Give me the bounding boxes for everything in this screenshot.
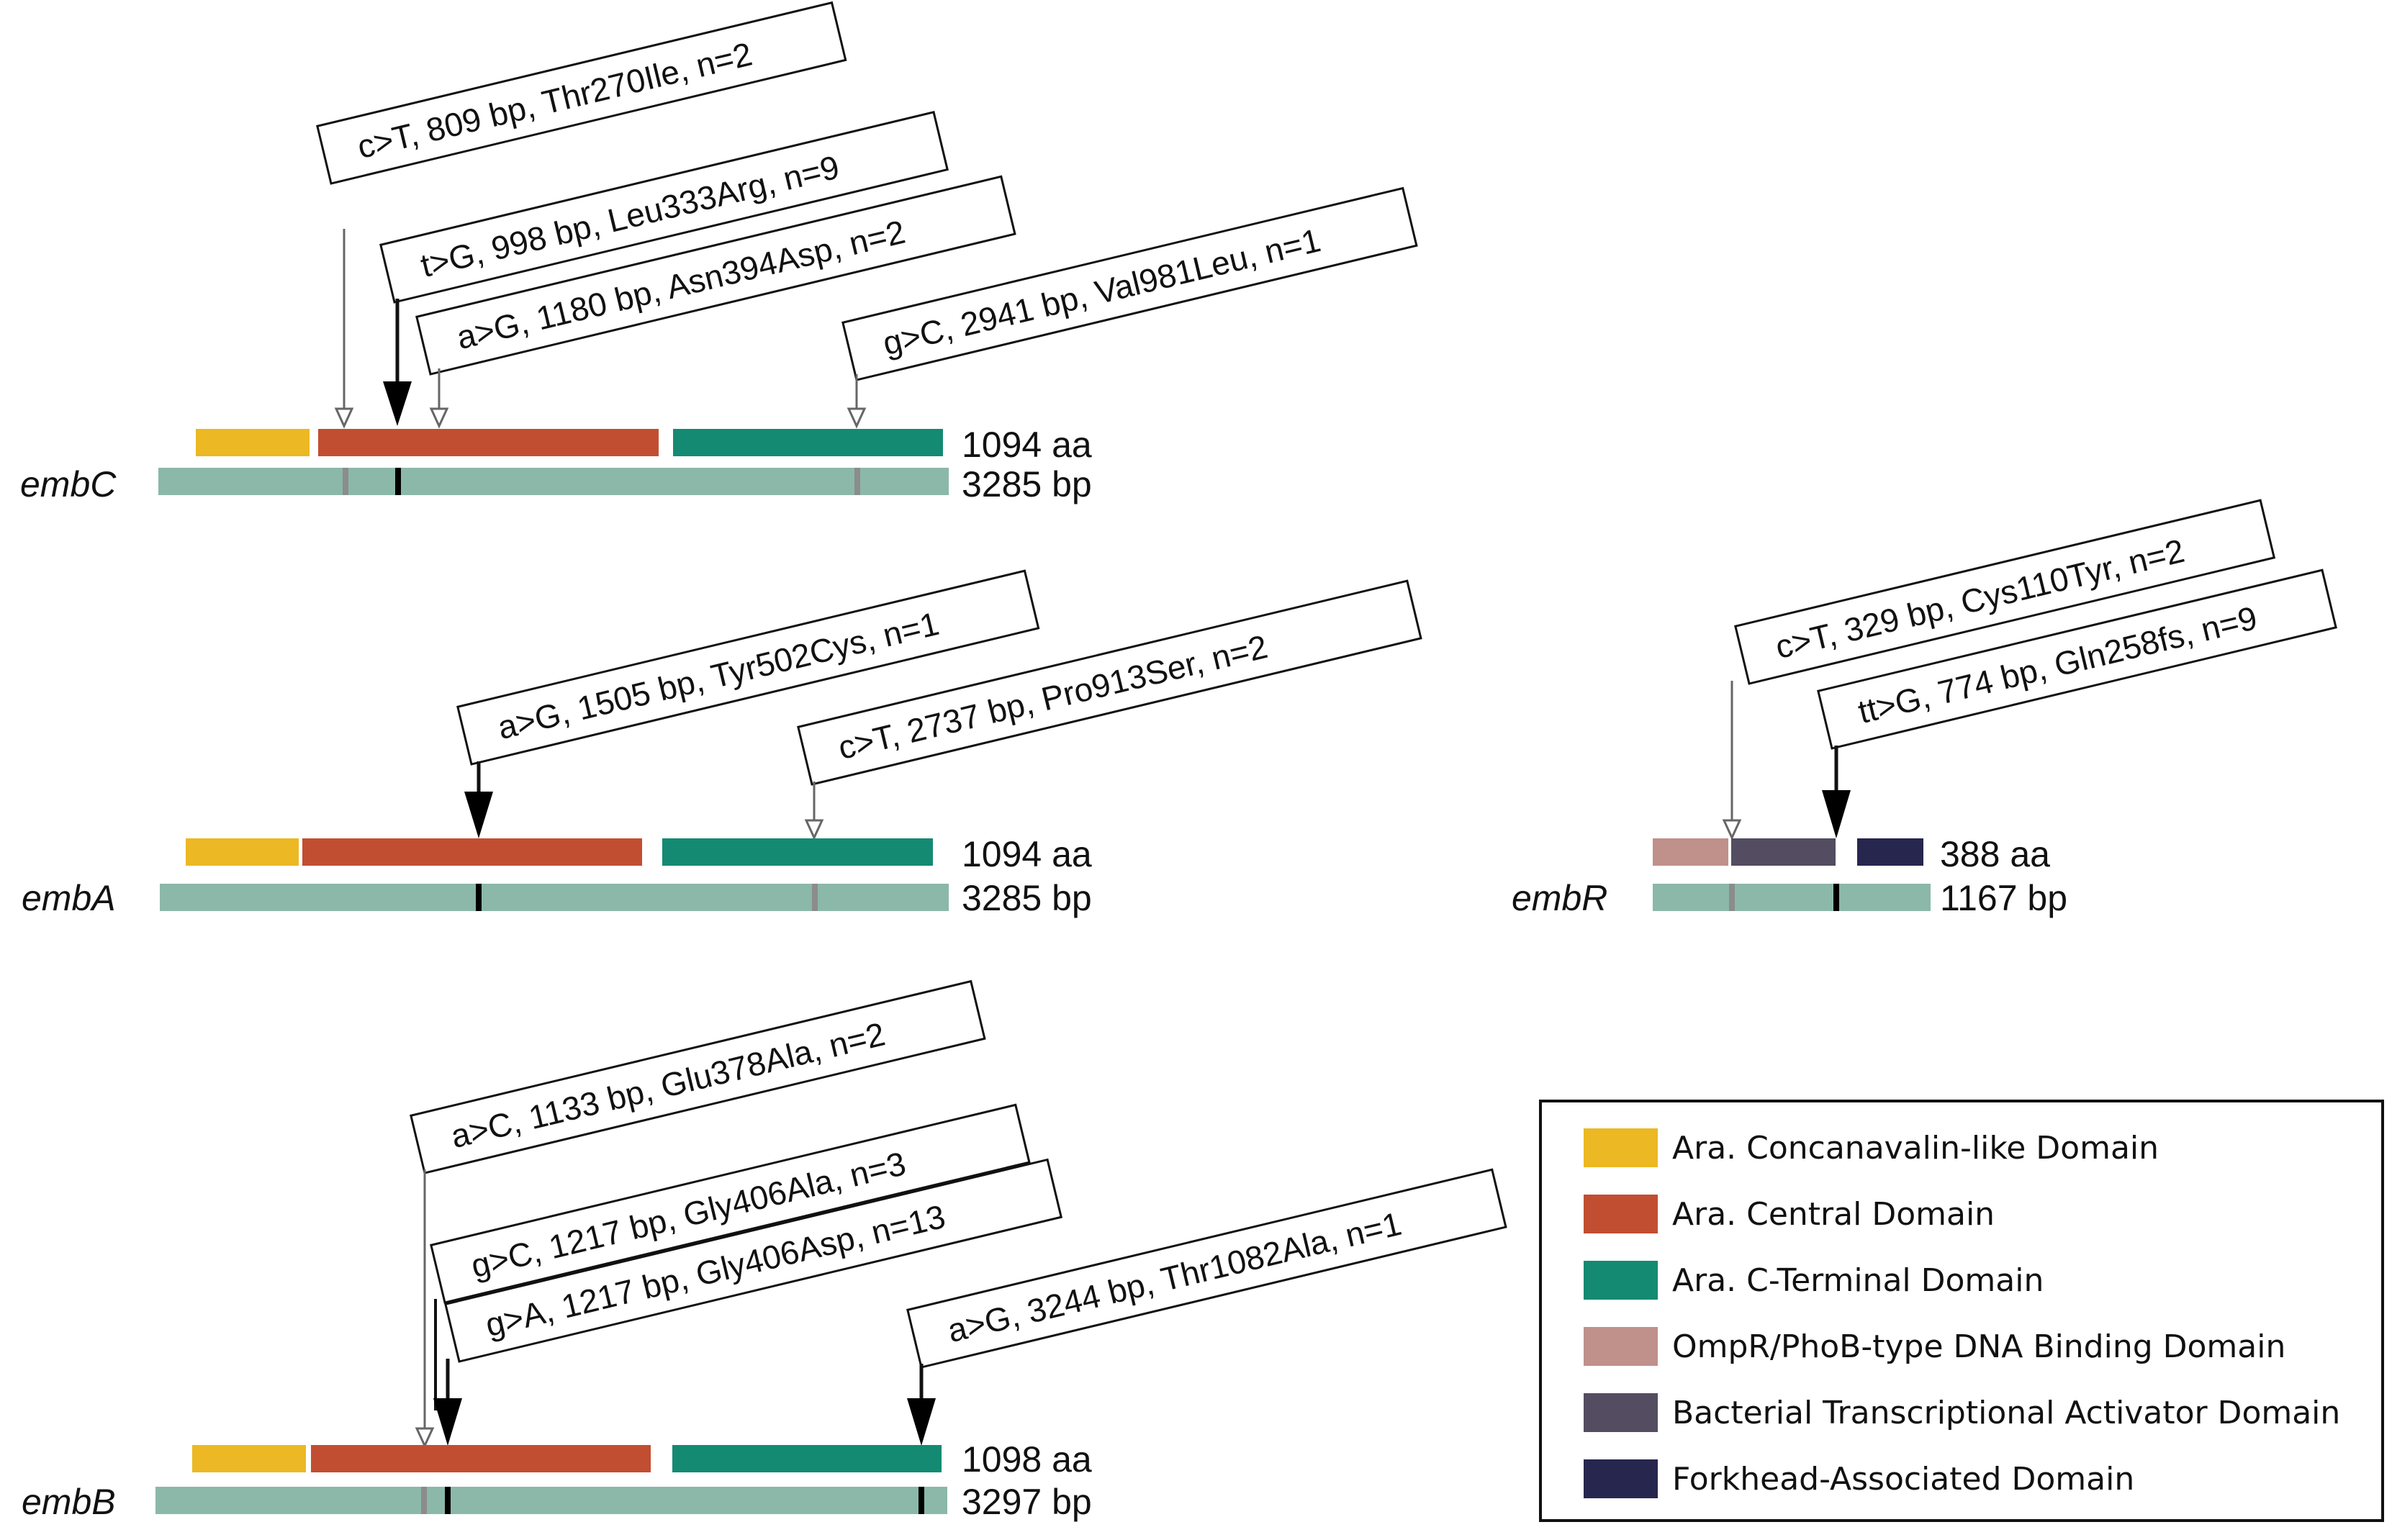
mutation-marker: [1833, 884, 1839, 911]
legend-label: OmpR/PhoB-type DNA Binding Domain: [1672, 1328, 2285, 1365]
mutation-marker: [421, 1487, 427, 1514]
arrow-open-icon: [804, 819, 824, 841]
domain-cterminal: [673, 429, 943, 456]
mutation-box: [797, 579, 1422, 786]
legend-swatch: [1584, 1327, 1658, 1366]
arrow-filled-icon: [1822, 790, 1851, 838]
legend-frame: [1539, 1100, 2384, 1522]
arrow-filled-icon: [433, 1398, 462, 1446]
mutation-marker: [395, 468, 401, 495]
domain-forkhead: [1857, 838, 1923, 866]
arrow-open-icon: [415, 1427, 435, 1449]
mutation-marker: [476, 884, 482, 911]
arrow-open-icon: [847, 407, 867, 429]
bp-length-label: 3285 bp: [962, 464, 1092, 504]
mutation-marker: [812, 884, 818, 911]
domain-concanavalin: [186, 838, 299, 866]
domain-activator: [1731, 838, 1836, 866]
gene-bar: [160, 884, 949, 911]
mutation-box: [379, 111, 949, 304]
gene-name: embA: [22, 878, 116, 918]
mutation-label: c>T, 809 bp, Thr270Ile, n=2: [353, 35, 755, 166]
legend-item-central: Ara. Central Domain: [1584, 1195, 1995, 1233]
mutation-box: [906, 1168, 1507, 1369]
legend-item-cterminal: Ara. C-Terminal Domain: [1584, 1261, 2044, 1300]
mutation-marker: [343, 468, 348, 495]
gene-name: embB: [22, 1482, 116, 1522]
aa-length-label: 1094 aa: [962, 834, 1092, 874]
legend-swatch: [1584, 1261, 1658, 1300]
bp-length-label: 3297 bp: [962, 1482, 1092, 1522]
mutation-box: [410, 979, 986, 1174]
aa-length-label: 1098 aa: [962, 1439, 1092, 1480]
gene-embA: a>G, 1505 bp, Tyr502Cys, n=1 c>T, 2737 b…: [22, 569, 1422, 918]
legend-label: Ara. Central Domain: [1672, 1196, 1995, 1233]
gene-name: embR: [1512, 878, 1607, 918]
arrow-open-icon: [429, 407, 449, 429]
mutation-marker: [445, 1487, 451, 1514]
gene-bar: [155, 1487, 947, 1514]
legend-item-ompr: OmpR/PhoB-type DNA Binding Domain: [1584, 1327, 2285, 1366]
legend-label: Bacterial Transcriptional Activator Doma…: [1672, 1395, 2340, 1431]
legend: Ara. Concanavalin-like Domain Ara. Centr…: [1539, 1100, 2384, 1522]
legend-swatch: [1584, 1128, 1658, 1167]
mutation-box: [415, 175, 1016, 376]
mutation-box: [1734, 499, 2276, 685]
mutation-box: [1817, 569, 2337, 750]
gene-embC: c>T, 809 bp, Thr270Ile, n=2 t>G, 998 bp,…: [20, 1, 1418, 504]
domain-ompr: [1653, 838, 1728, 866]
domain-concanavalin: [192, 1445, 306, 1472]
legend-item-activator: Bacterial Transcriptional Activator Doma…: [1584, 1393, 2340, 1432]
domain-cterminal: [672, 1445, 942, 1472]
arrow-open-icon: [1722, 819, 1742, 841]
legend-item-concanavalin: Ara. Concanavalin-like Domain: [1584, 1128, 2159, 1167]
domain-cterminal: [662, 838, 933, 866]
arrow-filled-icon: [464, 792, 493, 838]
bp-length-label: 1167 bp: [1940, 878, 2067, 918]
gene-name: embC: [20, 464, 117, 504]
mutation-box: [430, 1103, 1031, 1304]
legend-swatch: [1584, 1195, 1658, 1233]
legend-item-forkhead: Forkhead-Associated Domain: [1584, 1459, 2134, 1498]
mutation-marker: [854, 468, 860, 495]
mutation-box: [841, 186, 1418, 381]
gene-embB: a>C, 1133 bp, Glu378Ala, n=2 g>C, 1217 b…: [22, 979, 1507, 1522]
domain-central: [318, 429, 659, 456]
gene-bar: [158, 468, 949, 495]
arrow-filled-icon: [907, 1398, 936, 1446]
mutation-label: a>C, 1133 bp, Glu378Ala, n=2: [447, 1015, 888, 1155]
legend-swatch: [1584, 1459, 1658, 1498]
mutation-marker: [1729, 884, 1735, 911]
legend-label: Ara. Concanavalin-like Domain: [1672, 1130, 2159, 1167]
aa-length-label: 1094 aa: [962, 425, 1092, 465]
domain-central: [302, 838, 642, 866]
mutation-marker: [919, 1487, 924, 1514]
domain-central: [311, 1445, 651, 1472]
gene-embR: c>T, 329 bp, Cys110Tyr, n=2 tt>G, 774 bp…: [1512, 499, 2337, 918]
legend-label: Forkhead-Associated Domain: [1672, 1461, 2134, 1498]
domain-concanavalin: [196, 429, 310, 456]
legend-swatch: [1584, 1393, 1658, 1432]
arrow-open-icon: [334, 407, 354, 429]
arrow-filled-icon: [383, 381, 412, 426]
bp-length-label: 3285 bp: [962, 878, 1092, 918]
aa-length-label: 388 aa: [1940, 834, 2050, 874]
mutation-box: [456, 569, 1040, 766]
gene-bar: [1653, 884, 1931, 911]
mutation-box: [316, 1, 847, 185]
legend-label: Ara. C-Terminal Domain: [1672, 1262, 2044, 1299]
mutation-box: [444, 1158, 1063, 1363]
